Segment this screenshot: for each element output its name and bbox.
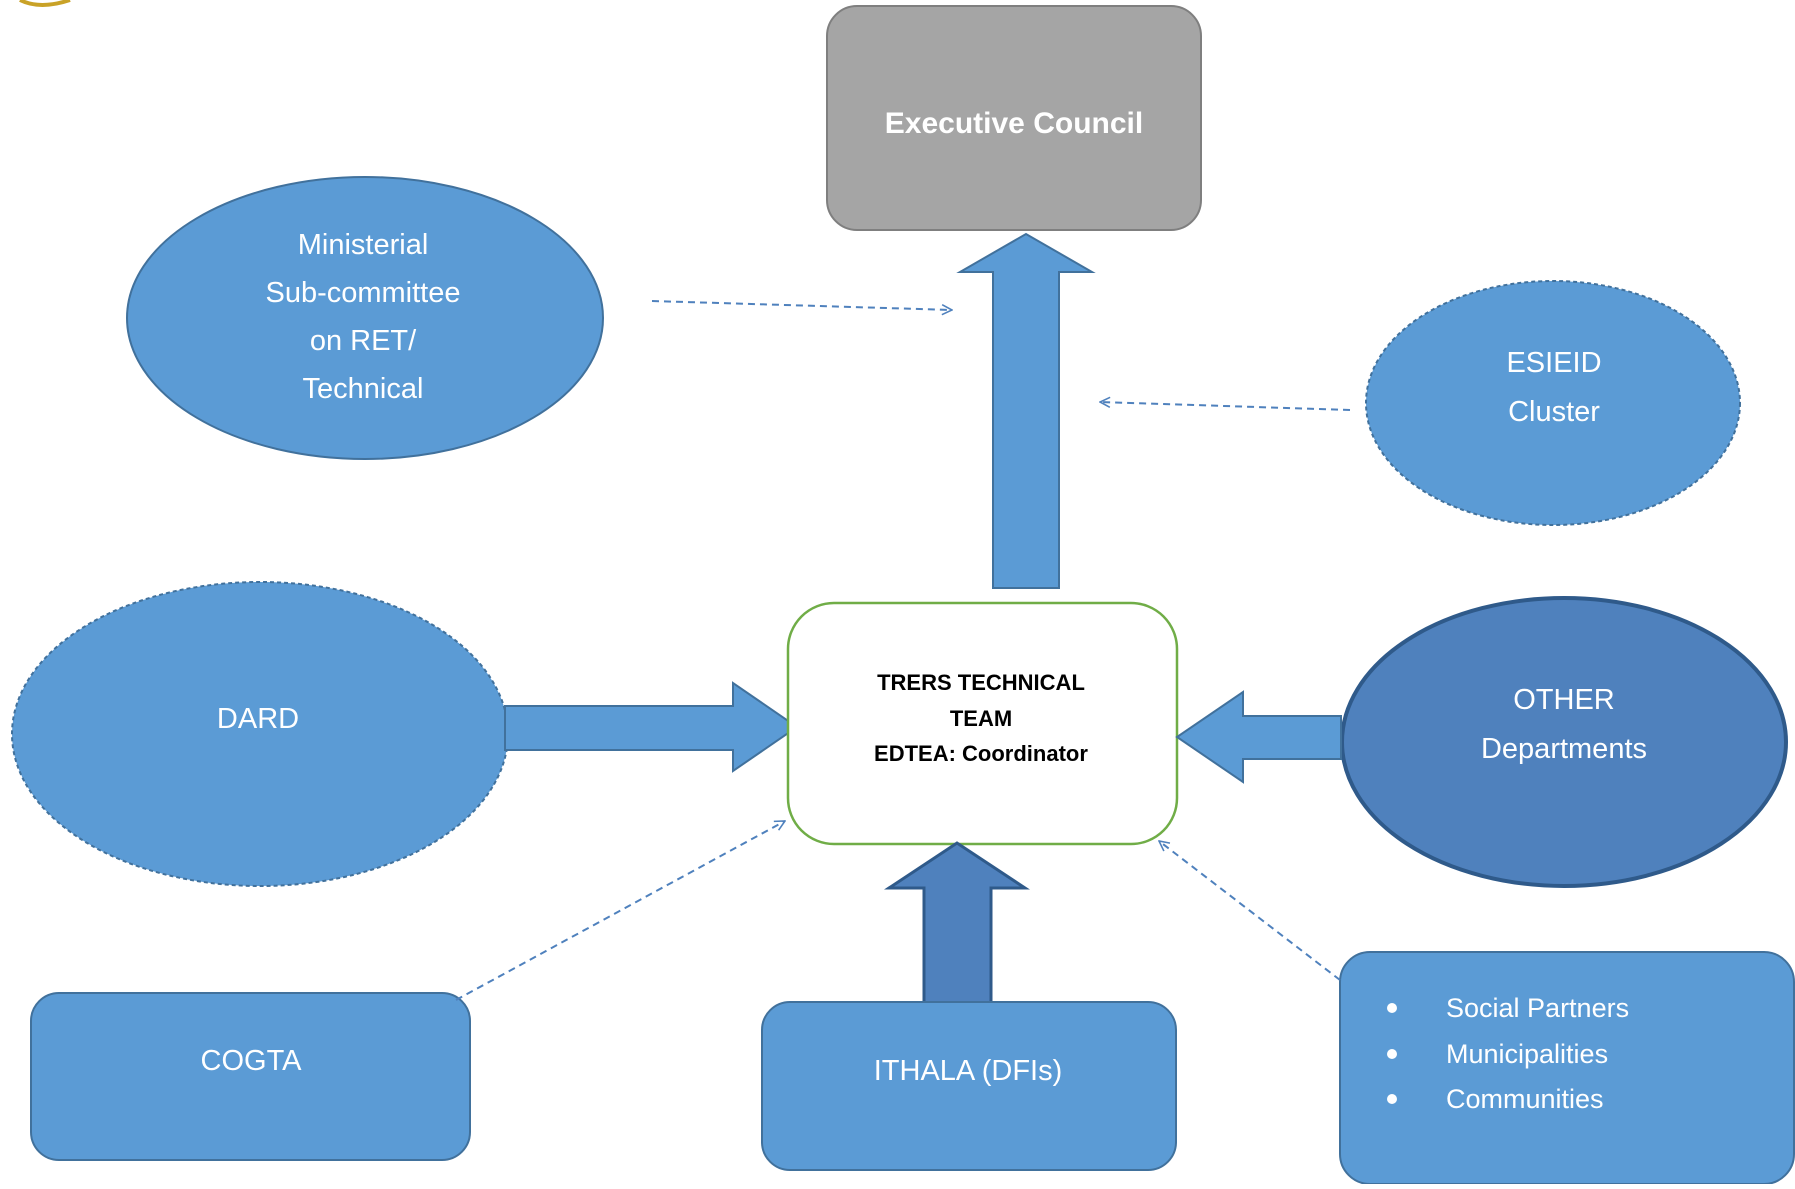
other-line-2: Departments	[1481, 733, 1647, 765]
dashed-arrow-partners	[1159, 841, 1341, 981]
esieid-line-1: ESIEID	[1506, 347, 1601, 379]
esieid-line-2: Cluster	[1508, 396, 1600, 428]
dashed-arrow-cogta	[455, 820, 785, 1001]
trers-line-1: TRERS TECHNICAL	[877, 670, 1085, 695]
arrow-other-to-trers	[1175, 690, 1342, 784]
ithala-box	[761, 1001, 1177, 1171]
partners-item-2: Municipalities	[1446, 1039, 1608, 1069]
partners-item-3: Communities	[1446, 1084, 1604, 1114]
partners-bullet-3	[1387, 1094, 1397, 1104]
ministerial-line-1: Ministerial	[298, 229, 429, 261]
partners-bullet-1	[1387, 1003, 1397, 1013]
arrow-dard-to-trers	[504, 681, 799, 773]
ithala-label: ITHALA (DFIs)	[874, 1055, 1063, 1087]
arrow-ithala-to-trers	[884, 841, 1030, 1007]
dashed-arrow-esieid	[1100, 402, 1351, 411]
ministerial-line-3: on RET/	[310, 325, 417, 357]
logo-fragment	[19, 0, 71, 7]
cogta-box	[30, 992, 471, 1161]
dashed-arrow-ministerial	[651, 300, 952, 310]
executive-council-box	[826, 5, 1202, 231]
ministerial-ellipse	[126, 176, 604, 460]
dard-label: DARD	[217, 703, 299, 735]
trers-line-3: EDTEA: Coordinator	[874, 741, 1088, 766]
arrow-up-to-executive	[956, 232, 1096, 589]
executive-council-label: Executive Council	[885, 107, 1143, 140]
ministerial-line-2: Sub-committee	[265, 277, 460, 309]
trers-box	[786, 601, 1179, 846]
partners-bullet-2	[1387, 1049, 1397, 1059]
esieid-ellipse	[1365, 280, 1741, 526]
trers-line-2: TEAM	[950, 706, 1012, 731]
ministerial-line-4: Technical	[303, 373, 424, 405]
partners-item-1: Social Partners	[1446, 993, 1629, 1023]
cogta-label: COGTA	[201, 1045, 303, 1077]
other-line-1: OTHER	[1513, 684, 1615, 716]
